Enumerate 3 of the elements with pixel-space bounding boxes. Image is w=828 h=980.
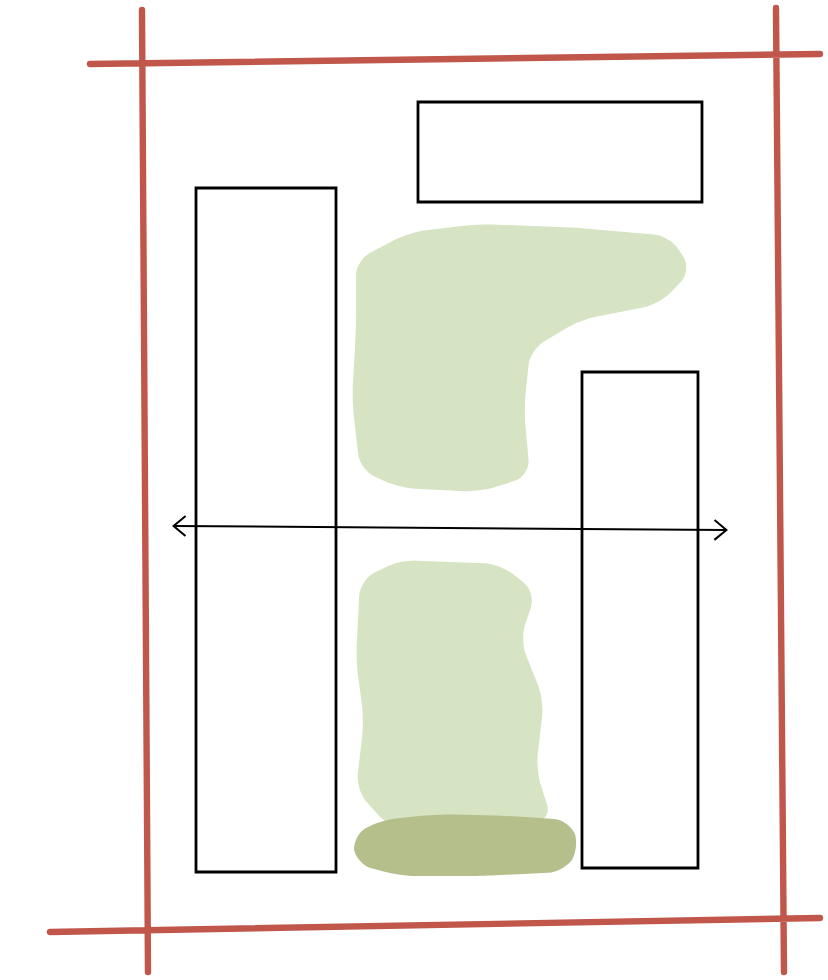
empty-box	[580, 370, 700, 870]
empty-box	[416, 100, 704, 204]
empty-box	[194, 186, 338, 874]
